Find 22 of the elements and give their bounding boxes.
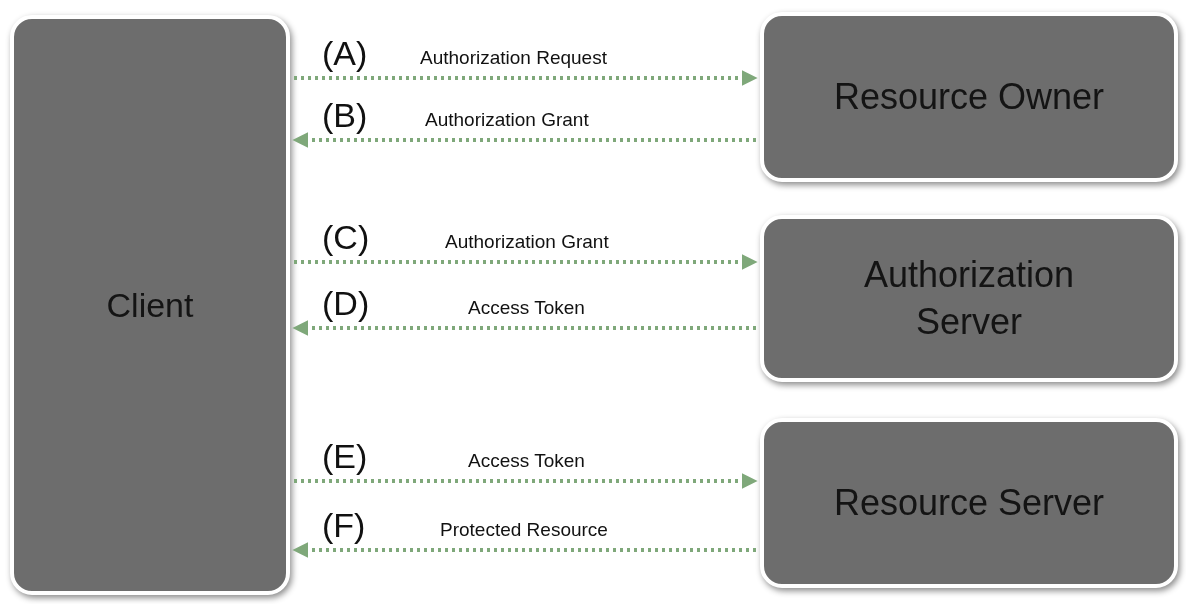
edge-label: Protected Resource bbox=[440, 520, 608, 539]
arrow bbox=[294, 254, 758, 270]
entity-name: Resource Owner bbox=[832, 74, 1106, 119]
step-letter: (B) bbox=[322, 98, 368, 132]
arrow bbox=[292, 542, 756, 558]
entity-name: Authorization Server bbox=[862, 252, 1076, 344]
arrow bbox=[292, 132, 756, 148]
step-letter: (C) bbox=[322, 220, 370, 254]
edge-label: Authorization Grant bbox=[445, 232, 609, 251]
step-letter: (E) bbox=[322, 439, 368, 473]
step-letter: (A) bbox=[322, 36, 368, 70]
step-letter: (F) bbox=[322, 508, 366, 542]
arrow bbox=[294, 70, 758, 86]
arrow bbox=[294, 473, 758, 489]
arrow bbox=[292, 320, 756, 336]
step-letter: (D) bbox=[322, 286, 370, 320]
entity-name: Client bbox=[106, 284, 194, 326]
edge-label: Authorization Grant bbox=[425, 110, 589, 129]
edge-label: Authorization Request bbox=[420, 48, 607, 67]
entity-name: Resource Server bbox=[832, 480, 1106, 525]
edge-label: Access Token bbox=[468, 298, 585, 317]
edge-label: Access Token bbox=[468, 451, 585, 470]
